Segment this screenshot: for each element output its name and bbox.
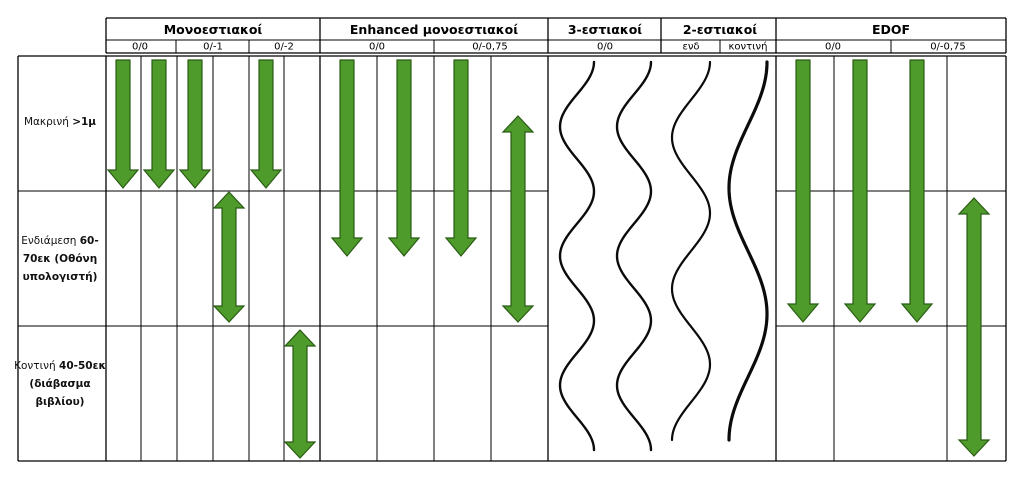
subheader-edof-0-0: 0/0 [825, 42, 841, 53]
wave-curve-icon [727, 60, 769, 442]
group-header-enhanced: Enhanced μονοεστιακοί [350, 22, 518, 37]
down-arrow-icon [330, 59, 364, 257]
down-arrow-icon [900, 59, 934, 323]
subheader-tri-0-0: 0/0 [597, 42, 613, 53]
double-arrow-icon [501, 115, 535, 323]
down-arrow-icon [843, 59, 877, 323]
group-header-trifocal: 3-εστιακοί [568, 22, 642, 37]
down-arrow-icon [249, 59, 283, 189]
down-arrow-icon [106, 59, 140, 189]
row-label-intermediate: Ενδιάμεση 60-70εκ (Οθόνη υπολογιστή) [21, 235, 99, 283]
double-arrow-icon [283, 329, 317, 459]
subheader-enh-0-m075: 0/-0,75 [472, 42, 508, 53]
range-marks [106, 59, 991, 459]
wave-curve-icon [615, 60, 653, 452]
subheader-edof-0-m075: 0/-0,75 [930, 42, 966, 53]
group-header-bifocal: 2-εστιακοί [683, 22, 757, 37]
down-arrow-icon [444, 59, 478, 257]
row-label-far: Μακρινή >1μ [23, 116, 97, 128]
subheader-enh-0-0: 0/0 [369, 42, 385, 53]
down-arrow-icon [142, 59, 176, 189]
down-arrow-icon [178, 59, 212, 189]
double-arrow-icon [957, 197, 991, 457]
subheader-mono-0-0: 0/0 [132, 42, 148, 53]
subheader-bi-intermediate: ενδ [682, 42, 699, 53]
subheader-mono-0-m1: 0/-1 [203, 42, 223, 53]
header-row: Μονοεστιακοί Enhanced μονοεστιακοί 3-εστ… [132, 22, 966, 53]
subheader-mono-0-m2: 0/-2 [274, 42, 294, 53]
down-arrow-icon [387, 59, 421, 257]
group-header-edof: EDOF [872, 22, 910, 37]
row-label-near: Κοντινή 40-50εκ (διάβασμα βιβλίου) [14, 360, 106, 408]
wave-curve-icon [670, 60, 712, 442]
wave-curve-icon [558, 60, 596, 452]
group-header-monofocal: Μονοεστιακοί [164, 22, 263, 37]
double-arrow-icon [212, 191, 246, 323]
subheader-bi-near: κοντινή [729, 41, 768, 53]
down-arrow-icon [786, 59, 820, 323]
grid-lines [17, 17, 1007, 462]
